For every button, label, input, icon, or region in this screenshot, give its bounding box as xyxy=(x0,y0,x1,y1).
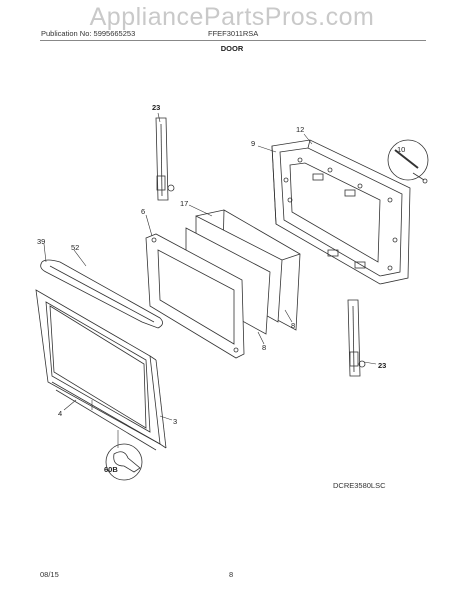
callout-8-b: 8 xyxy=(262,343,266,352)
callout-8-a: 8 xyxy=(291,321,295,330)
callout-52: 52 xyxy=(71,243,79,252)
callout-9: 9 xyxy=(251,139,255,148)
watermark: AppliancePartsPros.com xyxy=(89,3,375,31)
callout-39: 39 xyxy=(37,237,45,246)
screw-60b xyxy=(105,443,143,481)
footer-date: 08/15 xyxy=(40,570,59,579)
callout-4: 4 xyxy=(58,409,62,418)
callout-23-bottom: 23 xyxy=(378,361,386,370)
section-title: DOOR xyxy=(220,44,244,53)
callout-6: 6 xyxy=(141,207,145,216)
callout-60b: 60B xyxy=(104,465,118,474)
model-number: FFEF3011RSA xyxy=(208,29,259,38)
callout-12: 12 xyxy=(296,125,304,134)
callout-23-top: 23 xyxy=(152,103,160,112)
page-number: 8 xyxy=(229,570,234,579)
publication-number: Publication No: 5995665253 xyxy=(41,29,136,38)
hinge-bottom xyxy=(347,299,366,377)
outer-door xyxy=(35,289,167,451)
hinge-top xyxy=(155,117,175,201)
callout-3: 3 xyxy=(173,417,177,426)
header-rule xyxy=(40,40,426,41)
screw-detail xyxy=(387,139,429,184)
door-inner-panel xyxy=(145,233,245,359)
callout-10: 10 xyxy=(397,145,405,154)
door-handle xyxy=(40,259,163,329)
leader-lines xyxy=(43,112,377,448)
diagram-code: DCRE3580LSC xyxy=(333,481,386,490)
inner-door-frame xyxy=(271,139,411,285)
callout-17: 17 xyxy=(180,199,188,208)
